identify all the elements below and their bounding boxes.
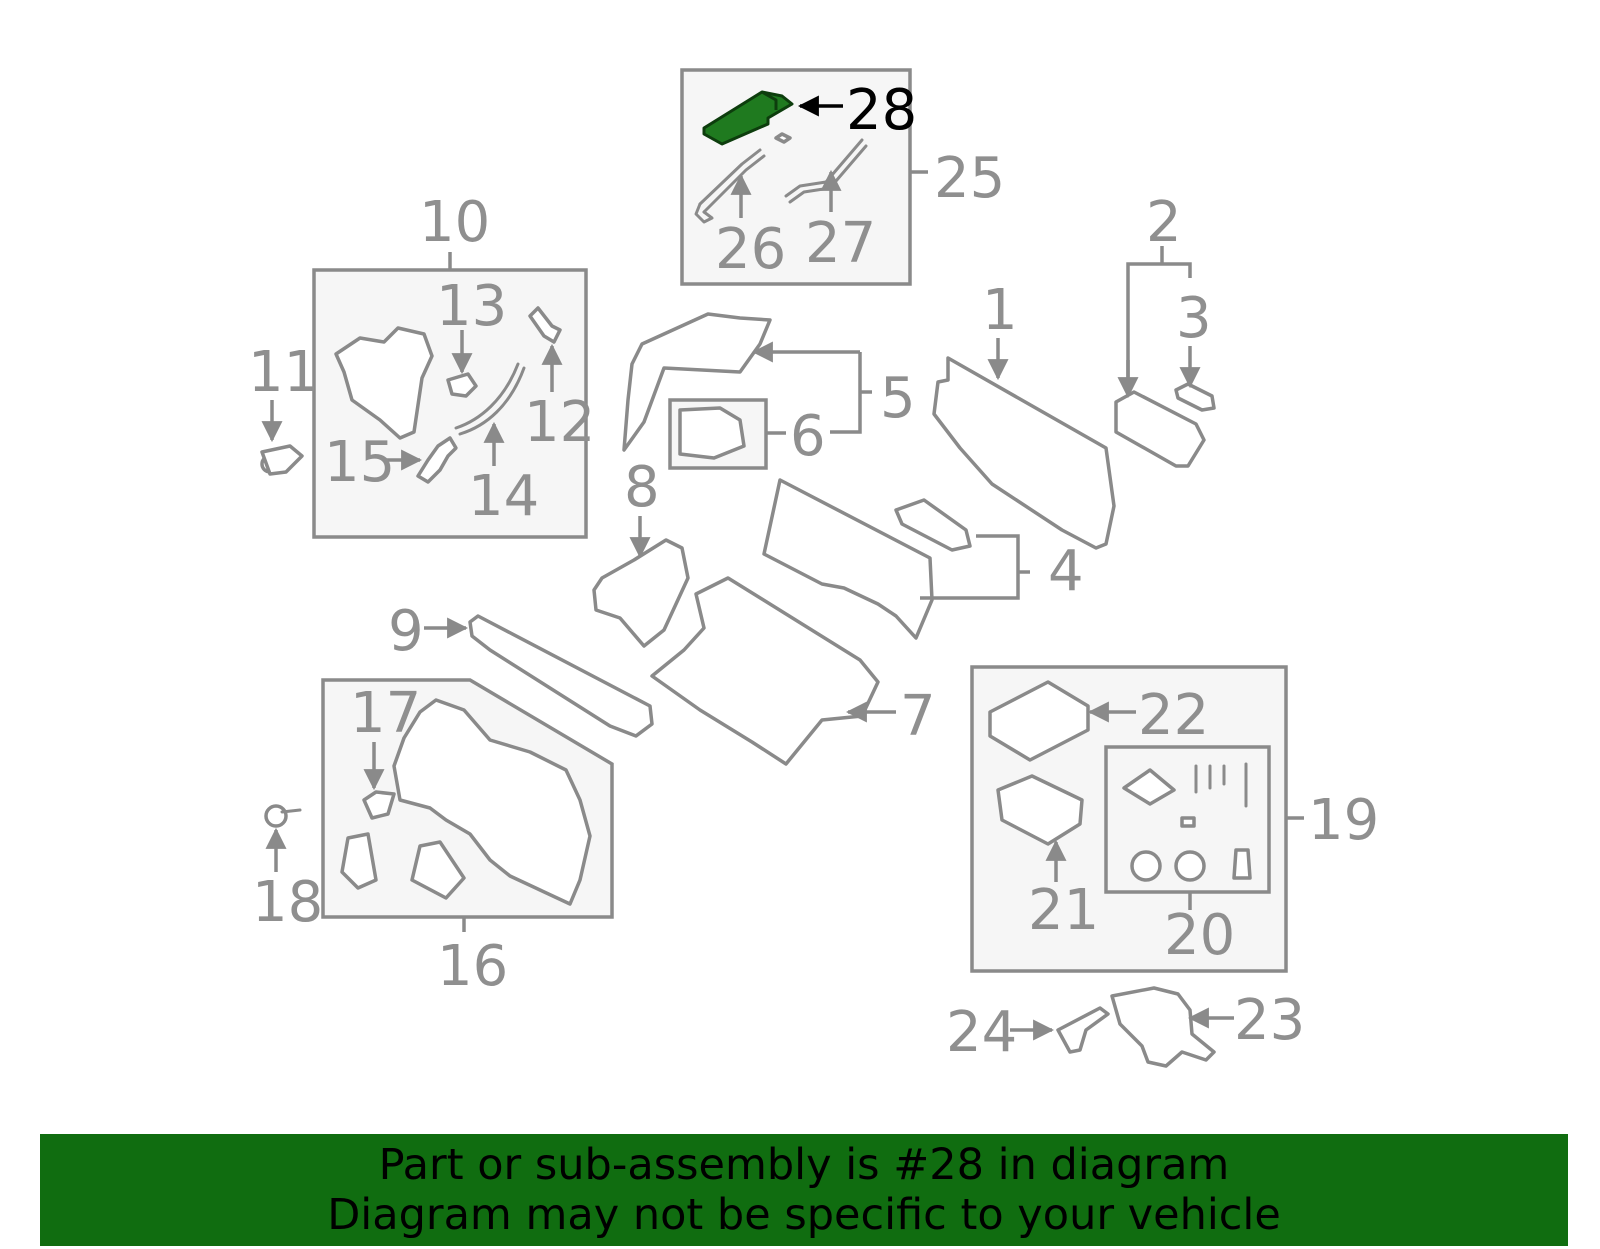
- part-3-clip: [1174, 382, 1216, 412]
- callout-4: 4: [1048, 539, 1084, 604]
- leader-4: [920, 534, 1020, 600]
- callout-5: 5: [880, 366, 916, 431]
- part-16-pad-b: [410, 840, 466, 900]
- part-15-bracket: [416, 436, 458, 484]
- part-16-panel: [392, 698, 592, 906]
- part-7-floor: [650, 576, 880, 766]
- callout-24: 24: [946, 1000, 1017, 1065]
- part-14-hose: [454, 362, 526, 436]
- callout-19: 19: [1308, 788, 1379, 853]
- part-17-clip: [362, 790, 396, 820]
- leader-5: [830, 352, 862, 434]
- callout-22: 22: [1138, 683, 1209, 748]
- callout-12: 12: [524, 390, 595, 455]
- part-12-bracket: [528, 306, 562, 344]
- part-2-bracket: [1114, 390, 1206, 468]
- part-8-panel: [592, 538, 690, 648]
- footer-line-disclaimer: Diagram may not be specific to your vehi…: [327, 1190, 1281, 1240]
- part-27-rod: [784, 138, 868, 204]
- part-6-panel: [678, 406, 746, 460]
- callout-6: 6: [790, 404, 826, 469]
- callout-10: 10: [419, 190, 490, 255]
- callout-8: 8: [624, 455, 660, 520]
- callout-9: 9: [388, 599, 424, 664]
- callout-27: 27: [805, 211, 876, 276]
- part-22-box: [988, 680, 1090, 762]
- part-5-panel: [622, 312, 772, 452]
- callout-11: 11: [248, 340, 319, 405]
- callout-14: 14: [468, 464, 539, 529]
- footer-line-part-number: Part or sub-assembly is #28 in diagram: [378, 1140, 1230, 1190]
- group-box-25: [680, 68, 912, 286]
- callout-1: 1: [982, 278, 1018, 343]
- callout-7: 7: [900, 684, 936, 749]
- part-28-highlighted[interactable]: [702, 90, 794, 146]
- part-28-small-tab: [774, 132, 792, 144]
- part-24-handle: [1056, 1006, 1110, 1054]
- part-4-gasket: [894, 498, 972, 552]
- callout-2: 2: [1146, 190, 1182, 255]
- callout-15: 15: [324, 430, 395, 495]
- callout-23: 23: [1234, 988, 1305, 1053]
- part-9-rail: [468, 614, 654, 738]
- part-1-panel: [932, 356, 1116, 550]
- leader-2: [1126, 262, 1192, 392]
- callout-3: 3: [1176, 286, 1212, 351]
- callout-28: 28: [846, 78, 917, 143]
- callout-17: 17: [350, 681, 421, 746]
- callout-26: 26: [715, 217, 786, 282]
- part-10-bracket: [334, 326, 434, 440]
- part-21-tray: [996, 774, 1084, 846]
- part-20-kit-items: [1122, 762, 1252, 882]
- part-26-wrench: [694, 148, 766, 224]
- part-11-clip: [260, 444, 304, 476]
- part-23-jack: [1110, 986, 1216, 1068]
- callout-16: 16: [437, 934, 508, 999]
- callout-20: 20: [1164, 903, 1235, 968]
- part-18-pin: [264, 804, 302, 828]
- callout-25: 25: [934, 146, 1005, 211]
- callout-21: 21: [1028, 878, 1099, 943]
- callout-18: 18: [252, 870, 323, 935]
- callout-13: 13: [436, 274, 507, 339]
- part-13-clip: [446, 372, 478, 398]
- part-16-pad-a: [340, 832, 378, 890]
- footer-banner: Part or sub-assembly is #28 in diagram D…: [40, 1134, 1568, 1246]
- part-4-tray: [762, 478, 934, 640]
